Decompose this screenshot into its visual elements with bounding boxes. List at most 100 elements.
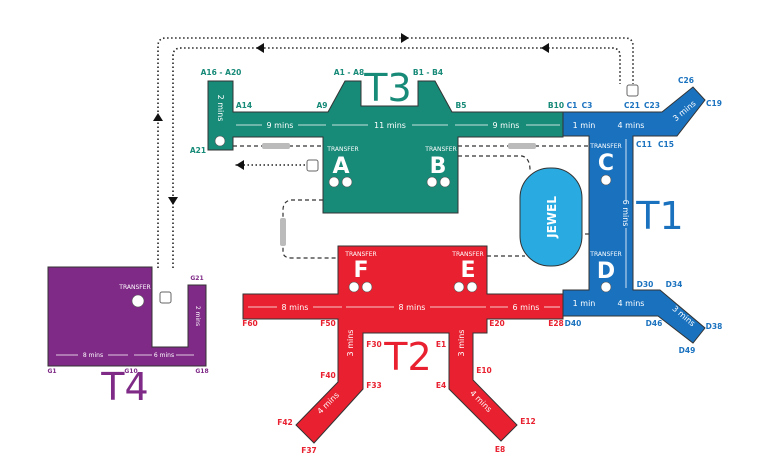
gate-label: F30 [366, 340, 382, 349]
gate-label: D34 [666, 280, 683, 289]
info-counter-icon[interactable] [426, 176, 438, 188]
shuttle-bus-icon[interactable] [159, 291, 172, 304]
gate-label: E4 [436, 381, 446, 390]
gate-label: E20 [489, 319, 505, 328]
gate-label: A1 - A8 [334, 68, 364, 77]
shuttle-route-outer [157, 37, 634, 268]
skytrain-icon [280, 218, 286, 246]
route-arrows [153, 33, 549, 205]
gate-label: E12 [520, 417, 536, 426]
walk-time: 3 mins [457, 330, 466, 357]
walk-time: 11 mins [374, 121, 406, 130]
transfer-label: TRANSFER [589, 251, 621, 258]
arrow-left-icon [256, 43, 264, 53]
gate-label: C15 [658, 140, 674, 149]
transfer-label: TRANSFER [424, 146, 456, 153]
skytrain-icon [508, 143, 536, 149]
walk-time: 8 mins [282, 303, 309, 312]
gate-label: G1 [47, 368, 56, 375]
terminal-t3[interactable] [207, 80, 564, 214]
baggage-transfer-icon[interactable] [466, 281, 478, 293]
pier-letter-b: B [430, 154, 447, 179]
pier-letter-c: C [598, 151, 614, 176]
gate-label: G18 [195, 368, 208, 375]
terminal-t4[interactable] [47, 266, 207, 367]
gate-label: D46 [646, 319, 663, 328]
terminal-label-t1: T1 [635, 194, 683, 238]
gate-label: B10 [548, 101, 564, 110]
walk-time: 6 mins [621, 200, 630, 227]
gate-label: F40 [320, 371, 336, 380]
pier-letter-d: D [597, 259, 615, 284]
gate-label: D38 [706, 322, 723, 331]
walk-time: 1 min [573, 121, 596, 130]
skytrain-line [458, 155, 531, 171]
gate-label: C21 [624, 101, 640, 110]
gate-label: C19 [706, 99, 722, 108]
skytrain-icon [262, 143, 290, 149]
arrow-down-icon [168, 197, 178, 205]
terminal-label-t4: T4 [100, 365, 148, 409]
walk-time: 2 mins [194, 306, 201, 326]
gate-label: E1 [436, 340, 446, 349]
jewel[interactable] [519, 167, 583, 267]
info-counter-icon[interactable] [214, 135, 226, 147]
gate-label: D30 [637, 280, 654, 289]
shuttle-bus-icon[interactable] [626, 84, 639, 97]
baggage-transfer-icon[interactable] [361, 281, 373, 293]
walk-time: 3 mins [346, 330, 355, 357]
gate-label: A21 [190, 146, 206, 155]
skytrain-line [282, 199, 338, 259]
baggage-transfer-icon[interactable] [341, 176, 353, 188]
info-counter-icon[interactable] [600, 281, 612, 293]
arrow-up-icon [153, 113, 163, 121]
gate-label: B1 - B4 [413, 68, 443, 77]
gate-label: C26 [678, 76, 694, 85]
gate-label: F42 [277, 418, 293, 427]
gate-label: F37 [301, 446, 317, 455]
gate-label: A16 - A20 [201, 68, 242, 77]
terminal-t1[interactable] [562, 86, 706, 344]
info-counter-icon[interactable] [453, 281, 465, 293]
baggage-transfer-icon[interactable] [439, 176, 451, 188]
walk-time: 4 mins [618, 299, 645, 308]
terminal-label-t3: T3 [363, 66, 411, 110]
transfer-label: TRANSFER [326, 146, 358, 153]
jewel-label: JEWEL [545, 196, 559, 239]
gate-label: F60 [242, 319, 258, 328]
walk-time: 8 mins [83, 352, 103, 359]
walk-time: 9 mins [493, 121, 520, 130]
pier-letter-e: E [460, 258, 475, 283]
gate-label: A14 [236, 101, 252, 110]
gate-label: E8 [495, 445, 505, 454]
gate-label: D49 [679, 346, 696, 355]
gate-label: B5 [456, 101, 467, 110]
gate-label: C23 [644, 101, 660, 110]
gate-label: A9 [316, 101, 327, 110]
info-counter-icon[interactable] [600, 174, 612, 186]
gate-label: G10 [124, 368, 137, 375]
terminal-label-t2: T2 [383, 335, 431, 379]
gate-label: C11 [636, 140, 652, 149]
baggage-transfer-icon[interactable] [131, 294, 145, 308]
pier-letter-a: A [332, 154, 349, 179]
shuttle-bus-icon[interactable] [306, 159, 319, 172]
arrow-left-icon [541, 43, 549, 53]
gate-label: C3 [582, 101, 593, 110]
gate-label: F50 [320, 319, 336, 328]
gate-label: F33 [366, 381, 382, 390]
walk-time: 1 min [573, 299, 596, 308]
walk-time: 4 mins [618, 121, 645, 130]
gate-label: E28 [548, 319, 564, 328]
info-counter-icon[interactable] [328, 176, 340, 188]
info-counter-icon[interactable] [348, 281, 360, 293]
gate-label: C1 [567, 101, 578, 110]
transfer-label: TRANSFER [344, 251, 376, 258]
shuttle-route-inner [172, 47, 621, 268]
arrow-left-icon [236, 160, 244, 170]
walk-time: 6 mins [154, 352, 174, 359]
walk-time: 2 mins [216, 95, 225, 122]
arrow-right-icon [401, 33, 409, 43]
gate-label: E10 [476, 366, 492, 375]
